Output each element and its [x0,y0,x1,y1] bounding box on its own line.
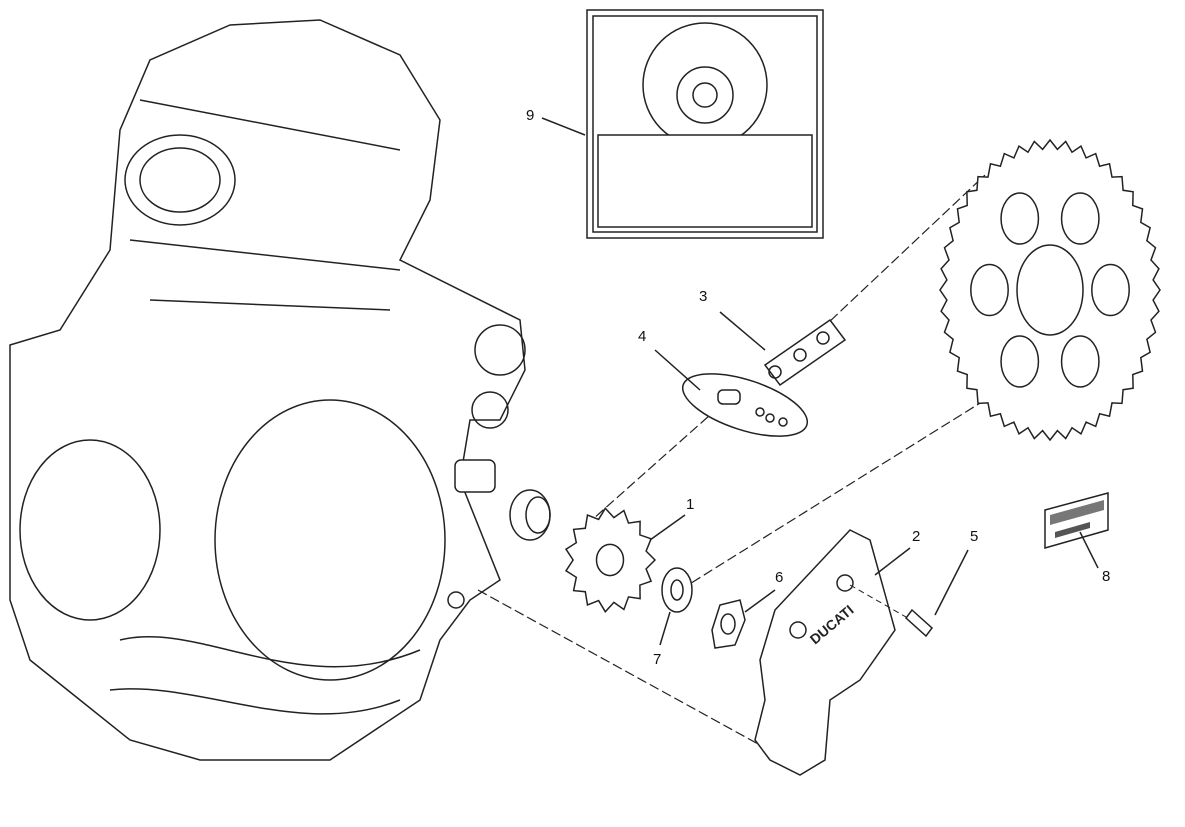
sprocket-lightening-hole [1091,263,1130,317]
chain-link [719,311,847,387]
callout-3: 3 [699,288,708,305]
callout-5: 5 [970,528,979,545]
nut [711,589,776,649]
callout-2: 2 [912,528,921,545]
bolt [904,549,969,638]
callout-8: 8 [1102,568,1111,585]
sprocket-lightening-hole [1060,335,1100,388]
rear-sprocket [939,138,1161,442]
warning-label [1044,492,1109,569]
sprocket-hub [1016,244,1084,336]
lock-washer [659,567,693,646]
sprocket-lightening-hole [1000,192,1040,245]
sprocket-lightening-hole [1060,192,1100,245]
callout-1: 1 [686,496,695,513]
sprocket-lightening-hole [970,263,1009,317]
sprocket-lightening-hole [1000,335,1040,388]
front-sprocket [564,507,657,613]
sprocket-teeth [939,138,1161,442]
callout-6: 6 [775,569,784,586]
engine-block [9,19,526,761]
chain-kit-box [541,9,824,239]
clip-link-set [654,349,809,437]
callout-9: 9 [526,107,535,124]
sprocket-cover: DUCATI [754,529,921,776]
callout-7: 7 [653,651,662,668]
callout-4: 4 [638,328,647,345]
chain-path [477,174,986,746]
spacer-bushing [509,489,551,541]
sprocket-hub [595,543,625,577]
sprocket-teeth [564,507,657,613]
